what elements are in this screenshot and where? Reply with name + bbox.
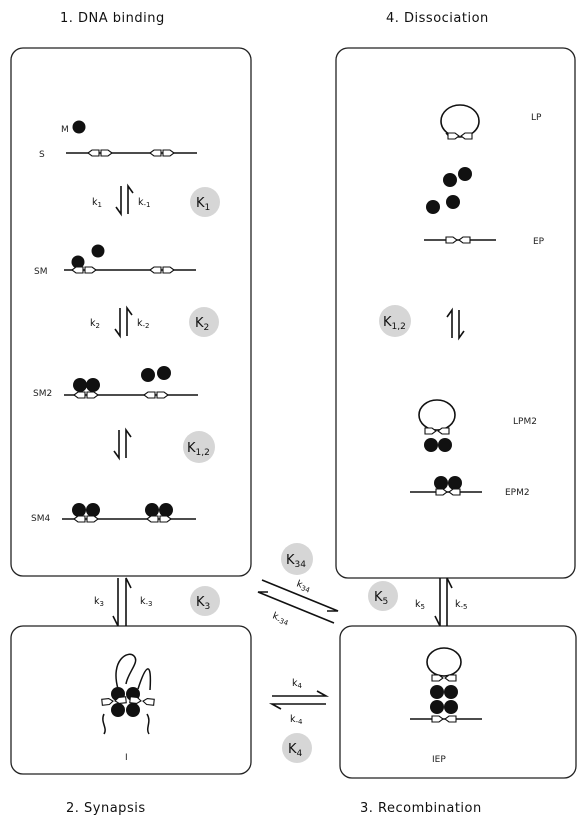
label-sm: SM	[34, 267, 47, 277]
dna-lpm2-loop	[418, 399, 456, 452]
svg-text:K4: K4	[288, 742, 303, 759]
rate-k1: k1	[92, 197, 102, 209]
rate-k5: k5	[415, 599, 425, 611]
equilibrium-arrows-k3	[112, 577, 132, 627]
stage-title-recombination: 3. Recombination	[360, 801, 482, 816]
equilibrium-arrows-dissociation	[446, 307, 465, 341]
label-m: M	[61, 125, 69, 135]
dna-epm2	[410, 476, 482, 496]
synaptic-complex	[101, 653, 155, 735]
label-sm2: SM2	[33, 389, 52, 399]
badge-k2: K2	[189, 307, 219, 337]
stage-title-dissociation: 4. Dissociation	[386, 11, 489, 26]
svg-text:K1,2: K1,2	[383, 315, 406, 332]
label-lpm2: LPM2	[513, 417, 537, 427]
label-s: S	[39, 150, 45, 160]
badge-k5: K5	[368, 581, 398, 611]
label-i: I	[125, 753, 128, 763]
panel-recombination	[339, 625, 577, 779]
badge-k12-left: K1,2	[183, 431, 215, 463]
dna-s	[66, 149, 197, 157]
panel-dissociation	[335, 47, 576, 579]
label-ep: EP	[533, 237, 545, 247]
rate-km1: k-1	[138, 197, 151, 209]
intermediate-complex	[410, 647, 482, 723]
stage-title-synapsis: 2. Synapsis	[66, 801, 146, 816]
rate-km5: k-5	[455, 599, 468, 611]
rate-km34: k-34	[271, 610, 292, 627]
protein-m	[72, 120, 86, 134]
label-lp: LP	[531, 113, 542, 123]
badge-k3: K3	[190, 586, 220, 616]
dna-sm2	[64, 366, 198, 399]
rate-km3: k-3	[140, 596, 153, 608]
svg-text:K1,2: K1,2	[187, 441, 210, 458]
rate-k4: k4	[292, 678, 303, 690]
svg-text:K5: K5	[374, 590, 388, 607]
rate-k3: k3	[94, 596, 104, 608]
dna-sm4	[62, 503, 196, 523]
rate-k2: k2	[90, 318, 100, 330]
rate-km4: k-4	[290, 714, 303, 726]
rate-k34: k34	[295, 578, 313, 594]
badge-k34: K34	[281, 543, 313, 575]
svg-text:K2: K2	[195, 316, 209, 333]
free-proteins	[426, 167, 472, 214]
dna-ep	[424, 236, 496, 244]
rate-km2: k-2	[137, 318, 150, 330]
dna-lp-loop	[440, 104, 480, 140]
badge-k1: K1	[190, 187, 220, 217]
equilibrium-arrows-k5	[434, 577, 453, 627]
equilibrium-arrows-sm2-sm4	[113, 427, 132, 461]
badge-k4: K4	[282, 733, 312, 763]
label-epm2: EPM2	[505, 488, 530, 498]
svg-text:K1: K1	[196, 196, 210, 213]
equilibrium-arrows-k1	[115, 183, 134, 217]
equilibrium-arrows-k4	[268, 690, 330, 710]
svg-text:K3: K3	[196, 595, 210, 612]
dna-sm	[64, 244, 196, 274]
svg-text:K34: K34	[286, 553, 306, 570]
label-sm4: SM4	[31, 514, 50, 524]
badge-k12-right: K1,2	[379, 305, 411, 337]
stage-title-dna-binding: 1. DNA binding	[60, 11, 165, 26]
equilibrium-arrows-k34	[257, 579, 339, 624]
equilibrium-arrows-k2	[114, 305, 133, 339]
label-iep: IEP	[432, 755, 446, 765]
